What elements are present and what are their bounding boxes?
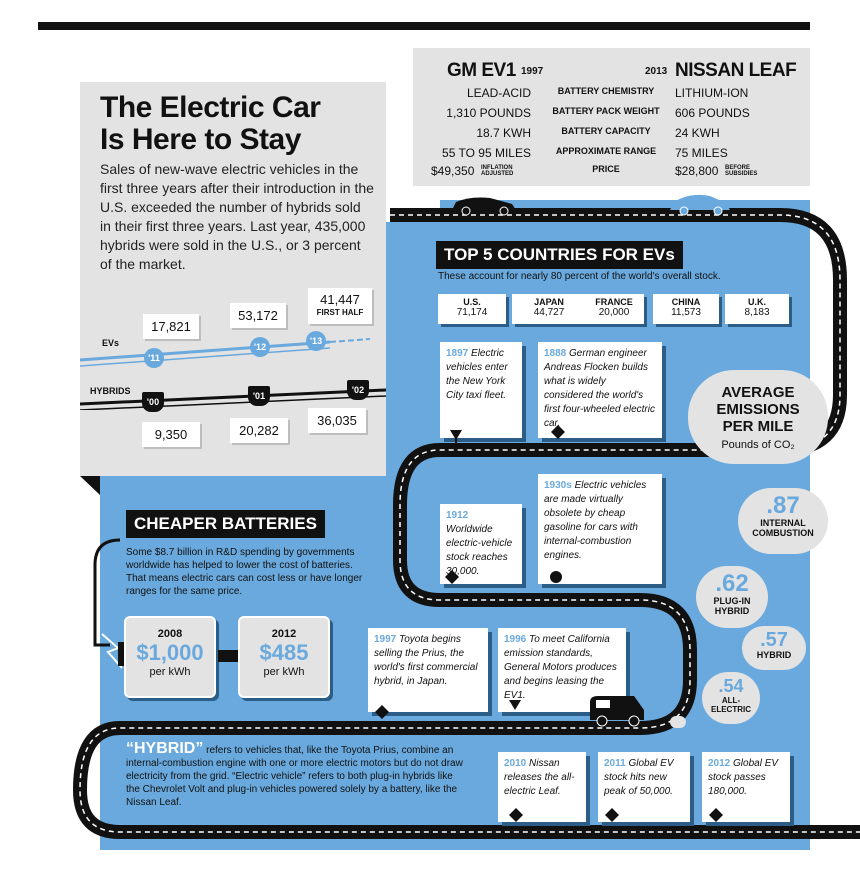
top-rule [38, 22, 810, 30]
lightning-icon [101, 633, 126, 669]
hybrid-value-2001: 20,282 [230, 418, 288, 443]
hybrid-value-2000: 9,350 [142, 422, 200, 447]
ev-value-2012: 53,172 [230, 303, 286, 328]
emissions-cloud: AVERAGE EMISSIONS PER MILE Pounds of CO₂ [688, 370, 828, 464]
comparison-row: $49,350 INFLATION ADJUSTED PRICE $28,800… [431, 164, 758, 178]
ev-value-2013: 41,447 FIRST HALF [308, 288, 372, 324]
countries-title: TOP 5 COUNTRIES FOR EVs [436, 241, 683, 269]
ev-year-chip-2013: '13 [306, 331, 326, 351]
emission-all-electric: .54 ALL-ELECTRIC [702, 672, 760, 724]
hybrid-year-shield-2000: '00 [142, 392, 164, 412]
timeline-card-2010: 2010 Nissan releases the all-electric Le… [498, 752, 586, 822]
emission-internal-combustion: .87 INTERNAL COMBUSTION [738, 488, 828, 554]
comparison-row: 1,310 POUNDS BATTERY PACK WEIGHT 606 POU… [446, 106, 750, 120]
hybrid-value-2002: 36,035 [308, 408, 366, 433]
comparison-row: 55 TO 95 MILES APPROXIMATE RANGE 75 MILE… [442, 146, 728, 160]
batteries-title: CHEAPER BATTERIES [126, 510, 325, 538]
timeline-card-1888: 1888 German engineer Andreas Flocken bui… [538, 342, 662, 438]
comparison-row: LEAD-ACID BATTERY CHEMISTRY LITHIUM-ION [466, 86, 749, 100]
hybrid-label: HYBRIDS [90, 386, 131, 396]
batteries-text: Some $8.7 billion in R&D spending by gov… [126, 547, 363, 597]
hybrid-year-shield-2001: '01 [248, 386, 270, 406]
battery-connector [218, 650, 238, 662]
gm-ev1-car-icon [452, 197, 516, 216]
timeline-card-1897: 1897 Electric vehicles enter the New Yor… [440, 342, 522, 438]
car-comparison-panel: GM EV1 1997 2013 NISSAN LEAF LEAD-ACID B… [413, 48, 810, 186]
emission-hybrid: .57 HYBRID [742, 626, 806, 670]
ev-label: EVs [102, 338, 120, 348]
sales-lines [80, 338, 386, 410]
timeline-card-1930s: 1930s Electric vehicles are made virtual… [538, 474, 662, 584]
battery-cost-2008: 2008 $1,000 per kWh [124, 616, 216, 698]
intro-text: Sales of new-wave electric vehicles in t… [100, 161, 374, 272]
timeline-card-1996: 1996 To meet California emission standar… [498, 628, 626, 712]
ev-year-chip-2011: '11 [144, 348, 164, 368]
gm-ev1-year: 1997 [521, 66, 544, 77]
countries-subtitle: These account for nearly 80 percent of t… [438, 271, 721, 282]
emissions-title: AVERAGE EMISSIONS PER MILE [716, 384, 800, 435]
ev-value-2011: 17,821 [143, 314, 199, 339]
ev1-van-icon [590, 696, 644, 727]
timeline-card-1912: 1912 Worldwide electric-vehicle stock re… [440, 504, 522, 584]
emission-plug-in-hybrid: .62 PLUG-IN HYBRID [696, 566, 768, 628]
emissions-unit: Pounds of CO₂ [721, 439, 795, 451]
battery-cost-2012: 2012 $485 per kWh [238, 616, 330, 698]
cloud-puff [670, 716, 686, 728]
country-uk: U.K.8,183 [725, 294, 789, 324]
gm-ev1-name: GM EV1 [447, 60, 516, 81]
country-us: U.S.71,174 [438, 294, 506, 324]
comparison-row: 18.7 KWH BATTERY CAPACITY 24 KWH [476, 126, 720, 140]
ev-year-chip-2012: '12 [250, 337, 270, 357]
hybrid-year-shield-2002: '02 [347, 380, 369, 400]
timeline-card-1997: 1997 Toyota begins selling the Prius, th… [368, 628, 488, 712]
nissan-leaf-car-icon [670, 194, 730, 216]
hybrid-definition: “HYBRID” refers to vehicles that, like t… [126, 740, 463, 809]
nissan-leaf-name: NISSAN LEAF [675, 60, 797, 81]
page-title: The Electric Car Is Here to Stay [100, 91, 321, 156]
nissan-leaf-year: 2013 [645, 66, 668, 77]
